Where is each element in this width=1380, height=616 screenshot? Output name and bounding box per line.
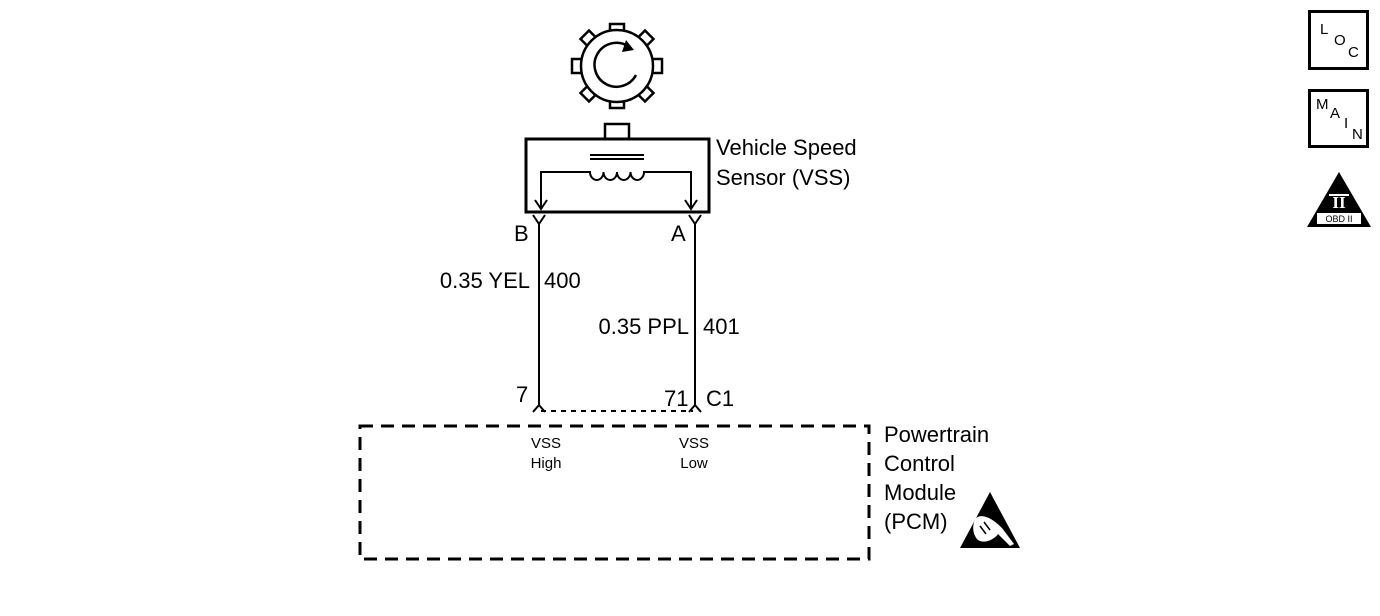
- terminal-vss-low-line2: Low: [680, 455, 708, 472]
- loc-letter-o: O: [1334, 32, 1346, 49]
- connector-pin-b: B: [514, 221, 529, 246]
- terminal-vss-high-line2: High: [531, 455, 562, 472]
- sensor-label-line2: Sensor (VSS): [716, 165, 851, 190]
- obd-ii-text: OBD II: [1325, 214, 1352, 224]
- main-letter-m: M: [1316, 96, 1329, 113]
- obd-ii-icon[interactable]: II OBD II: [1306, 171, 1372, 229]
- loc-letter-l: L: [1320, 21, 1329, 38]
- wire-401-circuit: 401: [703, 314, 740, 339]
- loc-button[interactable]: L O C: [1308, 10, 1369, 70]
- pcm-label-line3: Module: [884, 480, 956, 505]
- wire-401: [688, 214, 702, 413]
- pcm-box: [358, 424, 871, 561]
- pcm-label-line4: (PCM): [884, 509, 948, 534]
- pcm-pin-7: 7: [516, 382, 528, 407]
- pcm-label-line1: Powertrain: [884, 422, 989, 447]
- terminal-vss-low-line1: VSS: [679, 435, 709, 452]
- main-letter-i: I: [1344, 115, 1349, 132]
- pcm-pin-71: 71: [664, 386, 688, 411]
- sensor-label-line1: Vehicle Speed: [716, 135, 857, 160]
- loc-letter-c: C: [1348, 44, 1359, 61]
- wire-400-gauge-color: 0.35 YEL: [440, 268, 530, 293]
- reluctor-gear-icon: [570, 22, 664, 110]
- main-button[interactable]: M A I N: [1308, 89, 1369, 148]
- connector-pin-a: A: [671, 221, 686, 246]
- pcm-label-line2: Control: [884, 451, 955, 476]
- terminal-vss-high-line1: VSS: [531, 435, 561, 452]
- wire-401-gauge-color: 0.35 PPL: [598, 314, 689, 339]
- wire-400-circuit: 400: [544, 268, 581, 293]
- main-letter-n: N: [1352, 126, 1363, 143]
- main-letter-a: A: [1330, 105, 1341, 122]
- obd-ii-numeral: II: [1332, 193, 1346, 212]
- vss-sensor-body: [524, 122, 711, 214]
- obd-ii-triangle: II OBD II: [1307, 172, 1371, 227]
- wire-400: [532, 214, 546, 413]
- pcm-connector-c1: C1: [706, 386, 734, 411]
- esd-sensitive-icon: [960, 492, 1020, 548]
